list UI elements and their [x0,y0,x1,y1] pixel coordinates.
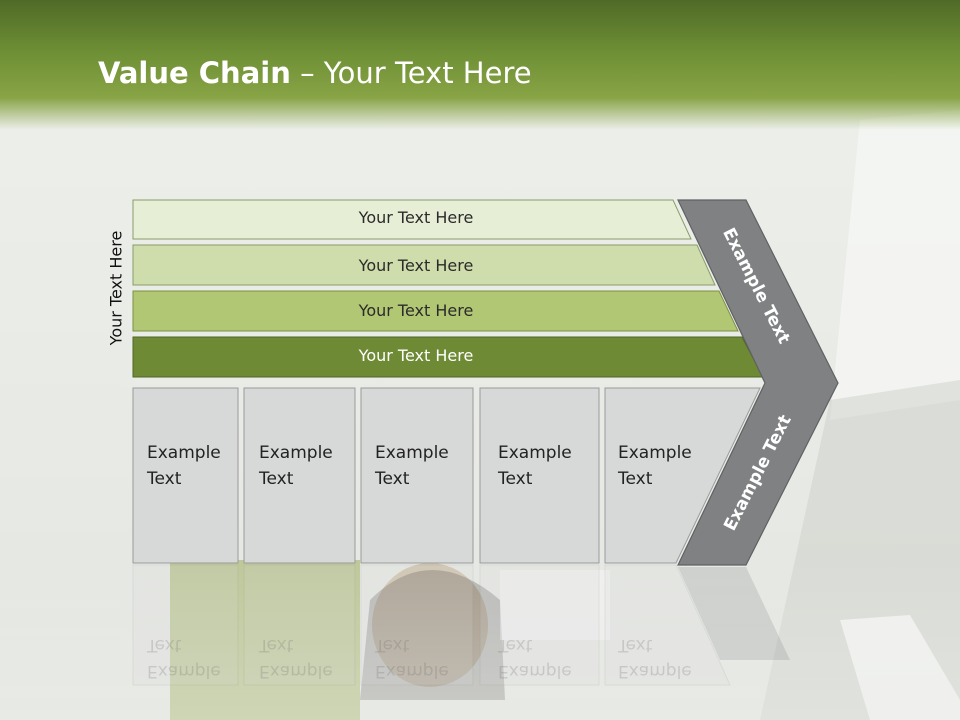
card-5 [604,387,761,564]
card-3-reflection-line2: Text [375,635,410,655]
card-1-line1: Example [147,443,221,463]
card-4-line2: Text [498,469,533,489]
card-2-reflection: Example Text [259,632,359,684]
chevron-reflection [678,567,790,660]
card-3 [360,387,474,564]
card-3-reflection-line1: Example [375,661,449,681]
bar-2 [132,244,716,286]
card-5-line2: Text [618,469,653,489]
card-2 [243,387,356,564]
card-4-line1: Example [498,443,572,463]
chevron-arrow [677,199,839,566]
card-4-reflection-line2: Text [498,635,533,655]
card-2-reflection-line2: Text [259,635,294,655]
card-2-reflection-line1: Example [259,661,333,681]
card-1-line2: Text [147,469,182,489]
card-5-reflection: Example Text [618,632,718,684]
bar-3-label: Your Text Here [358,301,474,320]
title-bar [0,0,960,130]
bar-2-label: Your Text Here [358,256,474,275]
cards-reflection [132,564,731,686]
slide-title: Value Chain – Your Text Here [98,56,532,90]
background-wall-shape [830,110,960,420]
card-2-line1: Example [259,443,333,463]
bar-1 [132,199,692,240]
card-3-line2: Text [375,469,410,489]
card-1-reflection-line1: Example [147,661,221,681]
card-4 [479,387,600,564]
side-label: Your Text Here [106,230,126,346]
card-1-reflection-line2: Text [147,635,182,655]
title-rest: – Your Text Here [290,56,532,90]
title-bold: Value Chain [98,56,291,90]
card-5-reflection-line1: Example [618,661,692,681]
card-3-reflection: Example Text [375,632,475,684]
bar-3 [132,290,739,332]
bar-1-label: Your Text Here [358,208,474,227]
card-4-reflection-line1: Example [498,661,572,681]
card-5-reflection-line2: Text [618,635,653,655]
card-4-reflection: Example Text [498,632,598,684]
card-1 [132,387,239,564]
card-2-line2: Text [259,469,294,489]
card-3-line1: Example [375,443,449,463]
card-5-line1: Example [618,443,692,463]
bar-4-label: Your Text Here [358,346,474,365]
card-1-reflection: Example Text [147,632,247,684]
